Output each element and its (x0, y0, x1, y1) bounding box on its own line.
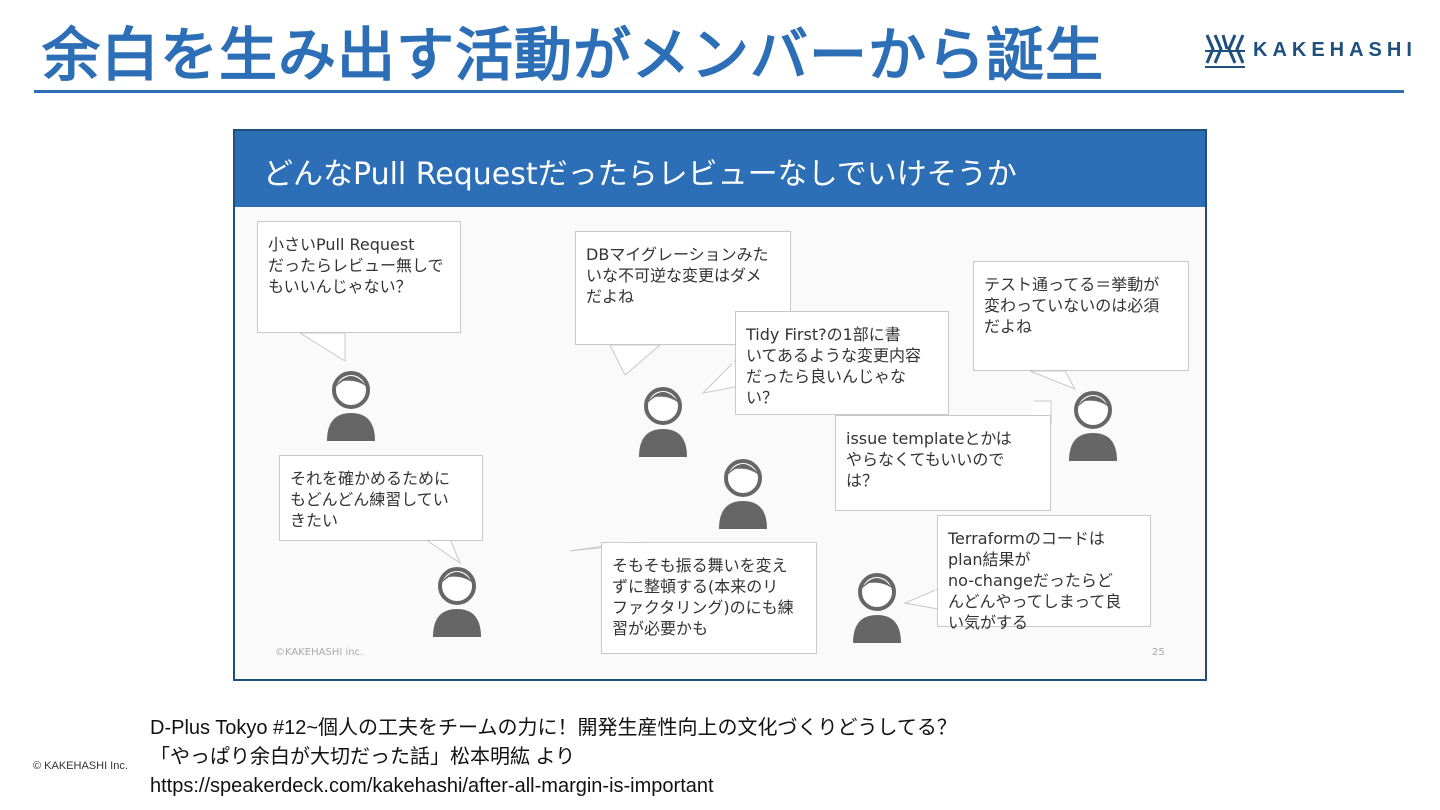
person-icon (639, 387, 687, 457)
slide-page-number: 25 (1152, 647, 1165, 658)
title-divider (34, 90, 1404, 93)
speech-bubble: 小さいPull Request だったらレビュー無しで もいいんじゃない？ (257, 221, 461, 333)
page-title: 余白を生み出す活動がメンバーから誕生 (42, 21, 1105, 89)
speech-bubble: そもそも振る舞いを変え ずに整頓する(本来のリ ファクタリング)のにも練 習が必… (601, 542, 817, 654)
bridge-logo-icon (1205, 34, 1245, 68)
speech-bubble: Tidy First?の1部に書 いてあるような変更内容 だったら良いんじゃな … (735, 311, 949, 415)
caption-line: D-Plus Tokyo #12~個人の工夫をチームの力に！開発生産性向上の文化… (150, 717, 957, 739)
person-icon (719, 459, 767, 529)
page-copyright: © KAKEHASHI Inc. (33, 760, 128, 772)
speech-bubble: テスト通ってる＝挙動が 変わっていないのは必須 だよね (973, 261, 1189, 371)
logo-text: KAKEHASHI (1253, 38, 1417, 61)
embedded-slide: どんなPull Requestだったらレビューなしでいけそうか 小さいPull … (233, 129, 1207, 681)
source-caption: D-Plus Tokyo #12~個人の工夫をチームの力に！開発生産性向上の文化… (150, 714, 957, 801)
person-icon (327, 371, 375, 441)
kakehashi-logo: KAKEHASHI (1205, 30, 1417, 70)
caption-line: 「やっぱり余白が大切だった話」松本明紘 より (150, 746, 576, 768)
slide-header: どんなPull Requestだったらレビューなしでいけそうか (235, 131, 1205, 207)
speech-bubble: それを確かめるために もどんどん練習してい きたい (279, 455, 483, 541)
person-icon (853, 573, 901, 643)
speech-bubble: issue templateとかは やらなくてもいいので は？ (835, 415, 1051, 511)
caption-url: https://speakerdeck.com/kakehashi/after-… (150, 775, 714, 797)
slide-copyright: ©KAKEHASHI inc. (275, 647, 364, 658)
person-icon (433, 567, 481, 637)
slide-title: どんなPull Requestだったらレビューなしでいけそうか (263, 157, 1017, 192)
person-icon (1069, 391, 1117, 461)
speech-bubble: Terraformのコードは plan結果が no-changeだったらど んど… (937, 515, 1151, 632)
